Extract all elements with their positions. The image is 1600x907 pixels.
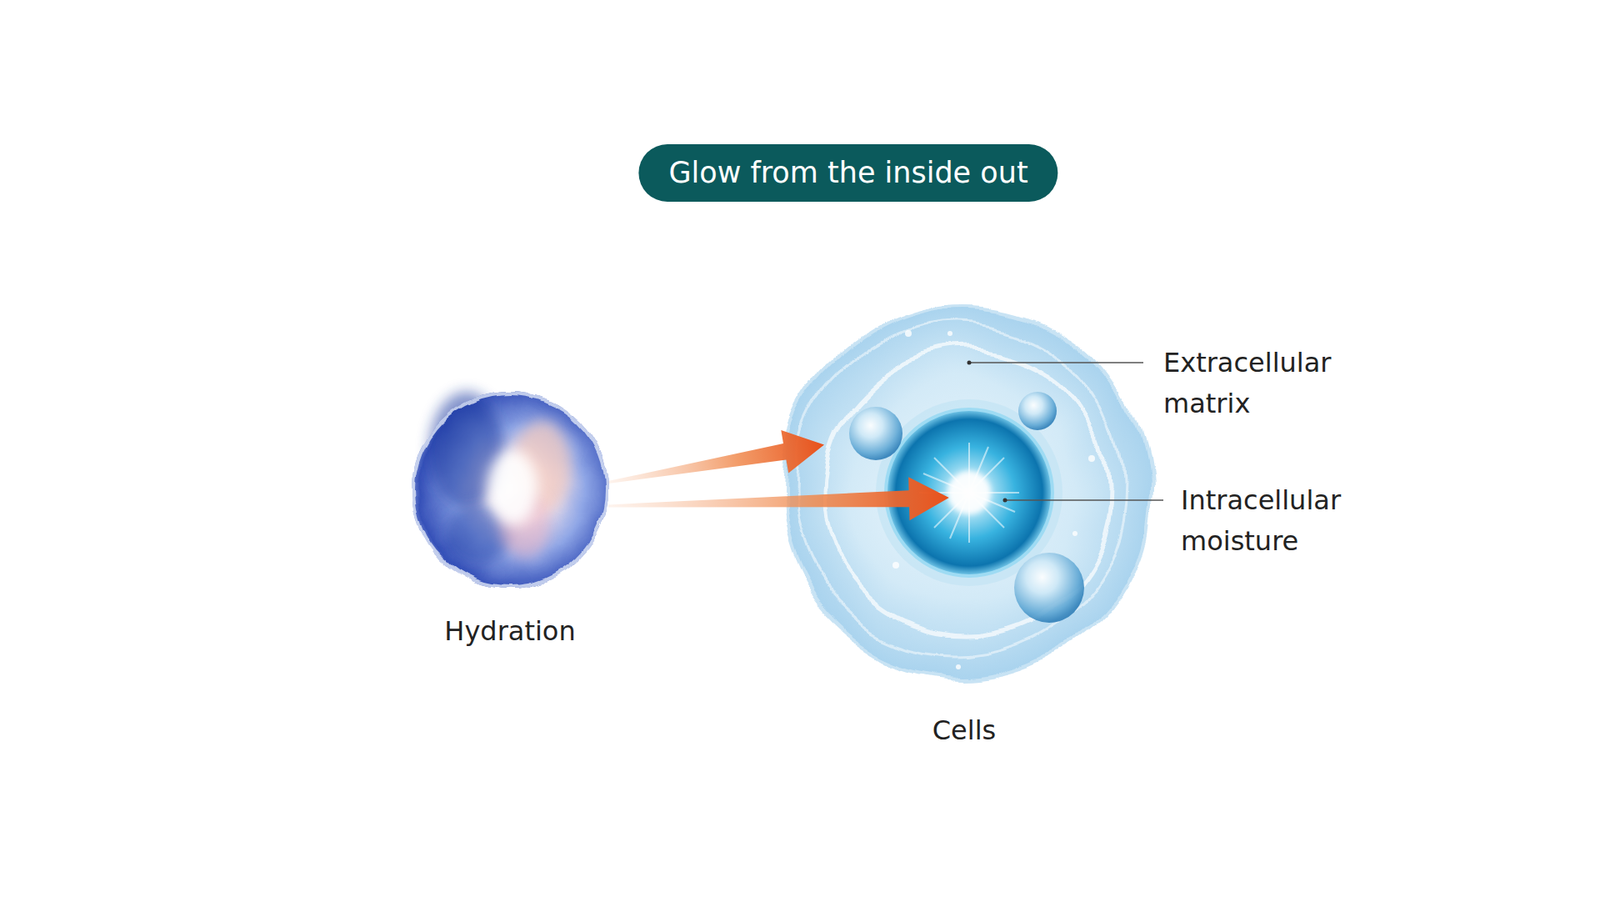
cell-illustration	[779, 305, 1150, 675]
hydration-node: Hydration	[411, 391, 609, 589]
hydration-arrow	[608, 476, 950, 520]
hydration-sphere	[411, 391, 609, 589]
cell-node: Cells	[775, 300, 1154, 680]
leader-lines	[969, 362, 1164, 500]
node-label: Hydration	[444, 610, 575, 651]
callout-label: Extracellular matrix	[1163, 342, 1331, 425]
title-pill: Glow from the inside out	[638, 144, 1058, 202]
callout-label: Intracellular moisture	[1180, 480, 1341, 562]
leader-dots	[967, 360, 1008, 503]
hydration-arrow	[608, 430, 825, 484]
node-label: Cells	[932, 710, 996, 750]
